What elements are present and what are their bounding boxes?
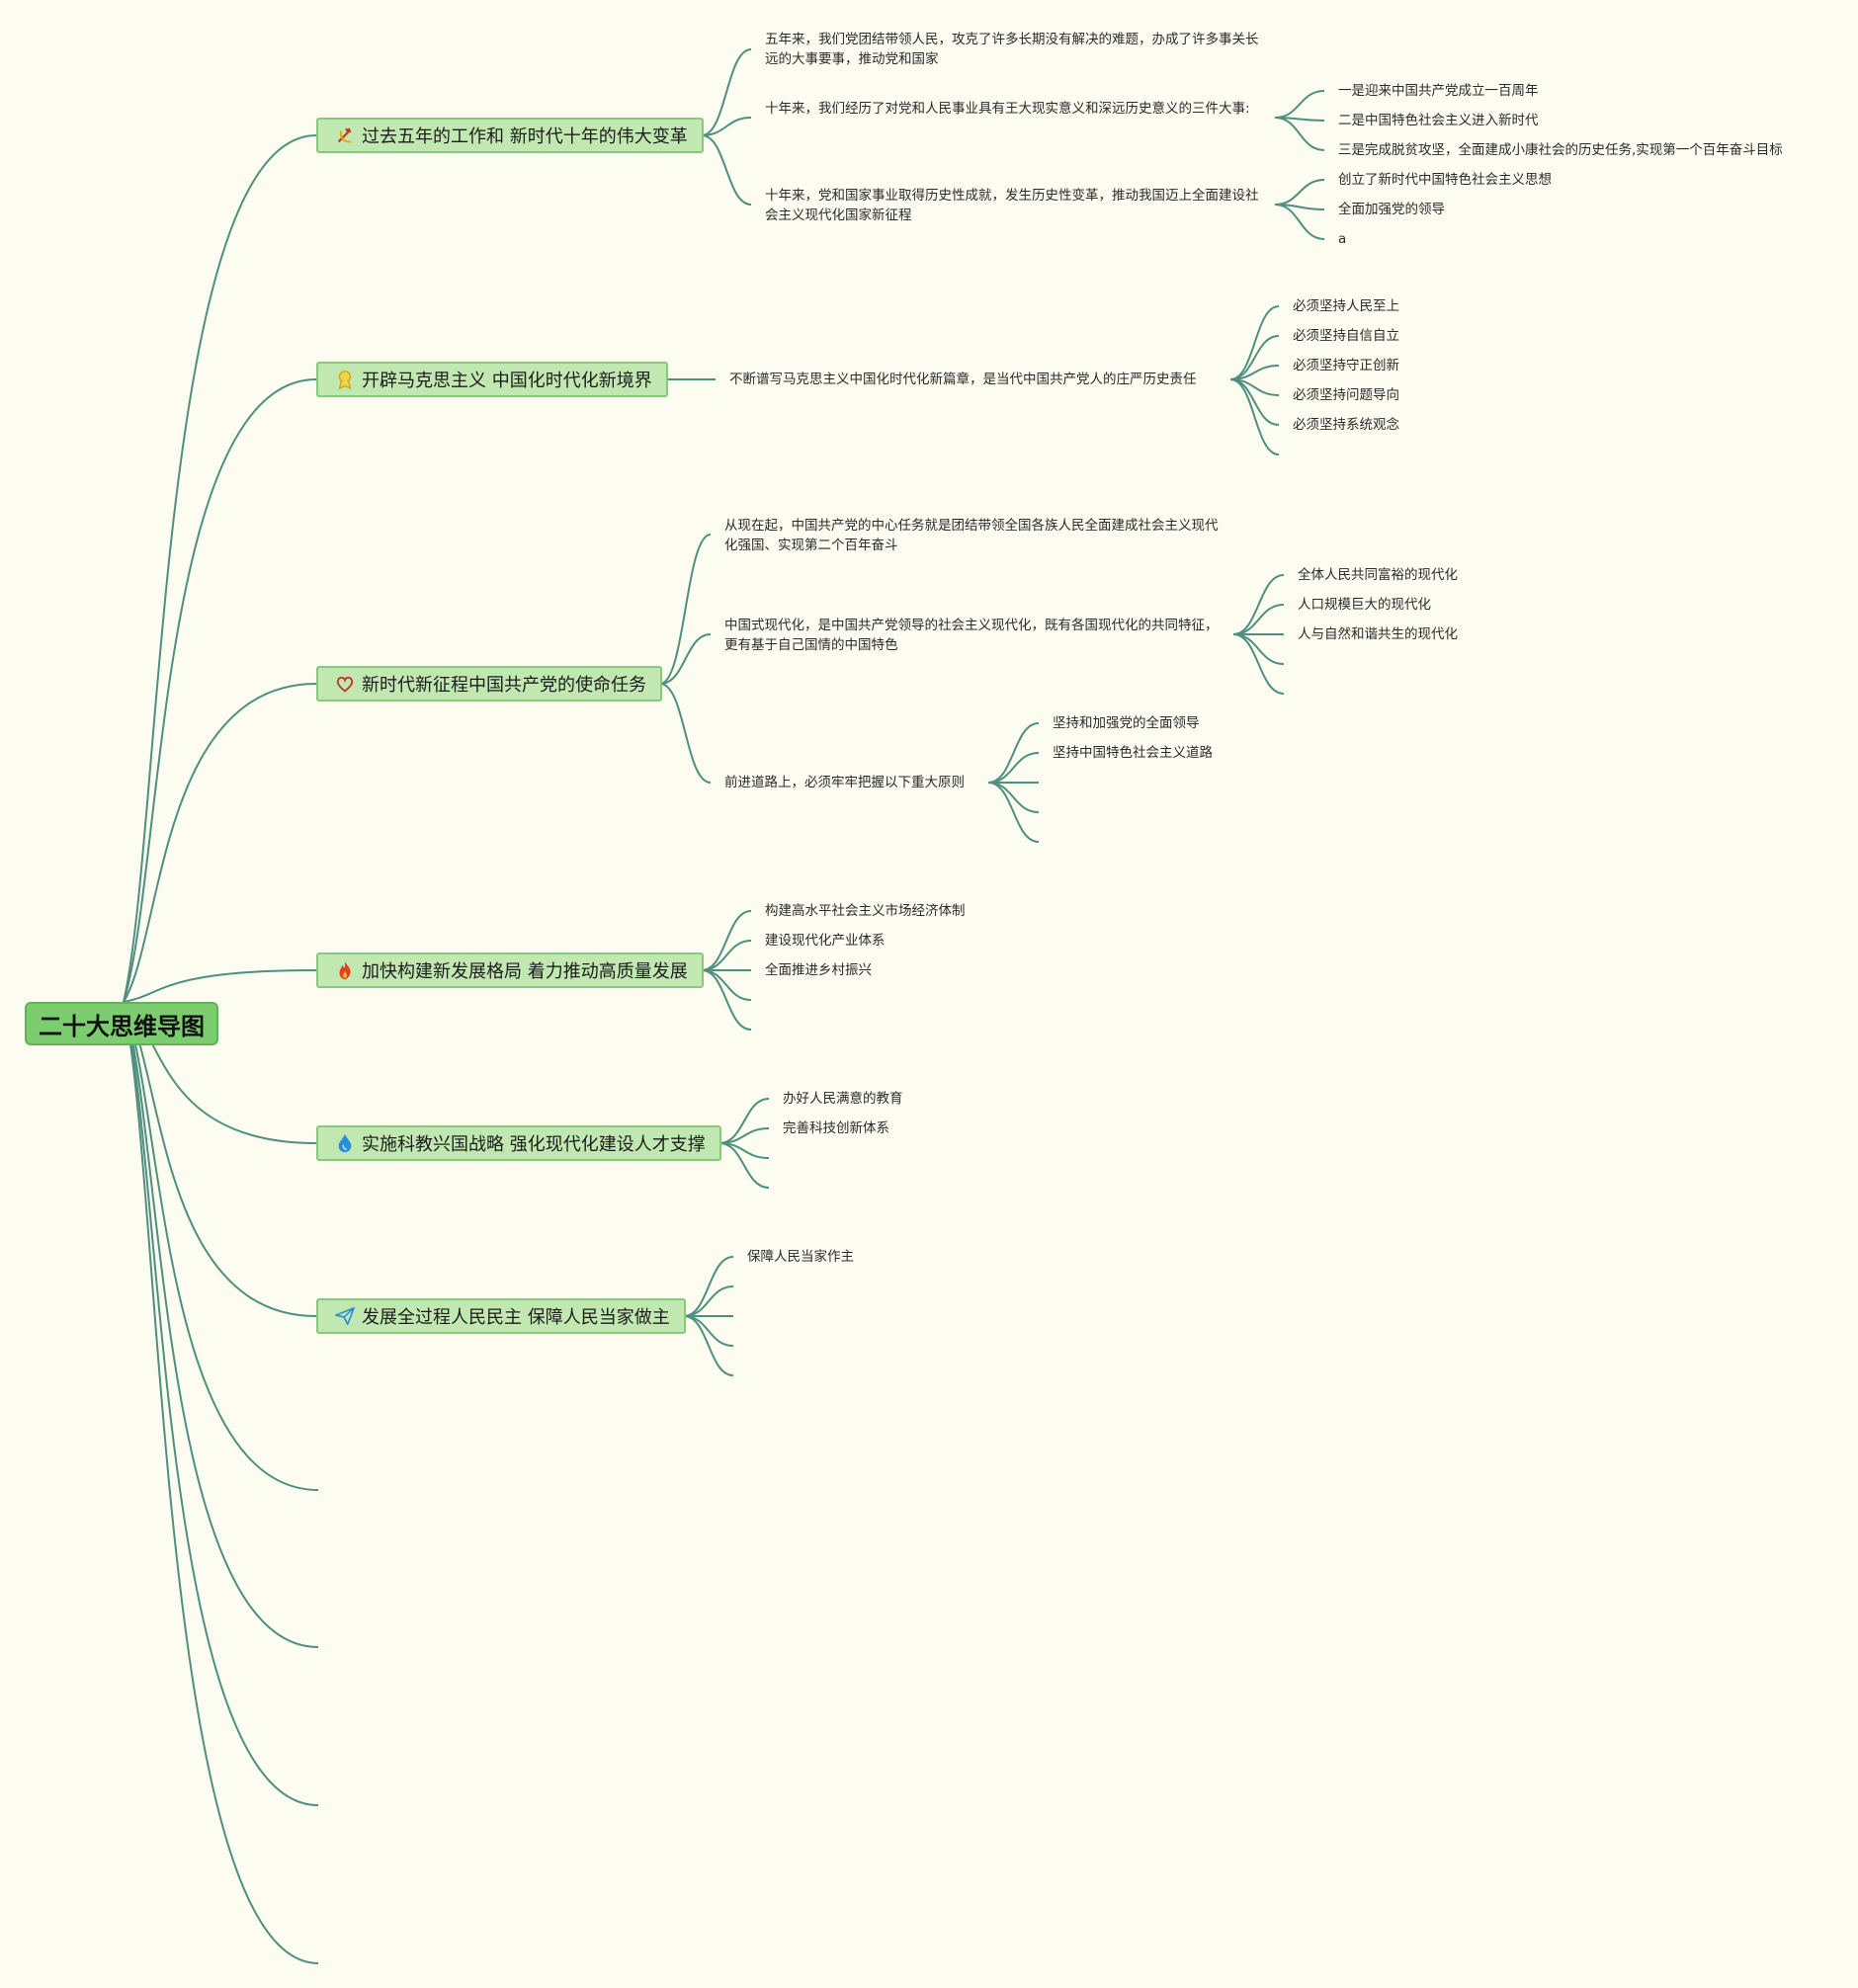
award-medal-icon bbox=[334, 369, 356, 390]
branch-item[interactable]: 建设现代化产业体系 bbox=[765, 933, 886, 949]
branch-item[interactable]: 办好人民满意的教育 bbox=[783, 1091, 903, 1107]
branch-item[interactable]: 中国式现代化，是中国共产党领导的社会主义现代化，既有各国现代化的共同特征，更有基… bbox=[724, 618, 1219, 653]
connector-root-to-empty-topic bbox=[123, 1001, 319, 1964]
topic-node[interactable]: 实施科教兴国战略 强化现代化建设人才支撑 bbox=[316, 1125, 721, 1161]
topic-label: 过去五年的工作和 新时代十年的伟大变革 bbox=[362, 126, 688, 147]
branch-item[interactable]: 十年来，党和国家事业取得历史性成就，发生历史性变革，推动我国迈上全面建设社会主义… bbox=[765, 188, 1259, 223]
root-node[interactable]: 二十大思维导图 bbox=[25, 1002, 218, 1045]
connector-topic-to-item bbox=[701, 134, 752, 206]
connector-root-to-topic bbox=[123, 683, 317, 1003]
sub-item[interactable]: 必须坚持守正创新 bbox=[1293, 358, 1399, 373]
connector-topic-to-item bbox=[659, 683, 712, 784]
connector-topic-to-item bbox=[683, 1256, 734, 1317]
topic-label: 发展全过程人民民主 保障人民当家做主 bbox=[362, 1307, 670, 1328]
connector-root-to-empty-topic bbox=[123, 1001, 319, 1648]
branch-item[interactable]: 全面推进乡村振兴 bbox=[765, 962, 872, 978]
connector-topic-to-item bbox=[659, 534, 712, 685]
branch-item[interactable]: 不断谱写马克思主义中国化时代化新篇章，是当代中国共产党人的庄严历史责任 bbox=[729, 372, 1197, 387]
connector-topic-to-item bbox=[718, 1142, 770, 1189]
connector-item-to-subitem bbox=[1274, 90, 1325, 119]
sub-item[interactable]: 坚持和加强党的全面领导 bbox=[1053, 715, 1200, 731]
connector-root-to-topic bbox=[123, 134, 317, 1003]
branch-item[interactable]: 从现在起，中国共产党的中心任务就是团结带领全国各族人民全面建成社会主义现代化强国… bbox=[724, 518, 1219, 553]
branch-item[interactable]: 保障人民当家作主 bbox=[747, 1249, 854, 1265]
branch-item[interactable]: 前进道路上，必须牢牢把握以下重大原则 bbox=[724, 775, 965, 790]
connector-item-to-subitem bbox=[1232, 604, 1285, 635]
connector-item-to-subitem bbox=[1232, 574, 1285, 635]
connector-item-to-subitem bbox=[1229, 378, 1280, 456]
connector-item-to-subitem bbox=[987, 782, 1040, 843]
connector-topic-to-item bbox=[701, 969, 752, 1001]
sub-item[interactable]: 必须坚持系统观念 bbox=[1293, 417, 1399, 433]
branch-item[interactable]: 完善科技创新体系 bbox=[783, 1120, 889, 1136]
topic-label: 实施科教兴国战略 强化现代化建设人才支撑 bbox=[362, 1134, 706, 1155]
topic-node[interactable]: 加快构建新发展格局 着力推动高质量发展 bbox=[316, 953, 704, 988]
topic-node[interactable]: 开辟马克思主义 中国化时代化新境界 bbox=[316, 362, 668, 397]
connector-topic-to-item bbox=[701, 940, 752, 971]
sub-item[interactable]: 坚持中国特色社会主义道路 bbox=[1053, 745, 1213, 761]
connector-topic-to-item bbox=[683, 1315, 734, 1347]
connector-item-to-subitem bbox=[987, 722, 1040, 784]
topic-node[interactable]: 过去五年的工作和 新时代十年的伟大变革 bbox=[316, 118, 704, 153]
paper-plane-icon bbox=[334, 1305, 356, 1327]
connector-item-to-subitem bbox=[1229, 305, 1280, 380]
connector-topic-to-item bbox=[701, 910, 752, 971]
connector-root-to-topic bbox=[123, 1001, 317, 1317]
branch-item[interactable]: 构建高水平社会主义市场经济体制 bbox=[765, 903, 966, 919]
sub-item[interactable]: 人口规模巨大的现代化 bbox=[1298, 597, 1431, 613]
connector-topic-to-item bbox=[701, 48, 752, 136]
topic-label: 开辟马克思主义 中国化时代化新境界 bbox=[362, 371, 652, 391]
topic-node[interactable]: 发展全过程人民民主 保障人民当家做主 bbox=[316, 1298, 686, 1334]
branch-item[interactable]: 五年来，我们党团结带领人民，攻克了许多长期没有解决的难题，办成了许多事关长远的大… bbox=[765, 32, 1259, 67]
fire-icon bbox=[334, 959, 356, 981]
connector-item-to-subitem bbox=[1232, 633, 1285, 695]
connector-root-to-empty-topic bbox=[123, 1001, 319, 1491]
hammer-sickle-icon bbox=[334, 124, 356, 146]
connector-root-to-topic bbox=[123, 969, 317, 1003]
sub-item[interactable]: 全体人民共同富裕的现代化 bbox=[1298, 567, 1458, 583]
sub-item[interactable]: 必须坚持问题导向 bbox=[1293, 387, 1399, 403]
branch-item[interactable]: 十年来，我们经历了对党和人民事业具有王大现实意义和深远历史意义的三件大事: bbox=[765, 101, 1250, 117]
topic-label: 加快构建新发展格局 着力推动高质量发展 bbox=[362, 961, 688, 982]
heart-icon bbox=[334, 673, 356, 695]
connector-root-to-topic bbox=[123, 378, 317, 1003]
sub-item[interactable]: a bbox=[1338, 231, 1347, 247]
connector-item-to-subitem bbox=[1274, 179, 1325, 206]
connector-item-to-subitem bbox=[1274, 204, 1325, 240]
sub-item[interactable]: 一是迎来中国共产党成立一百周年 bbox=[1338, 83, 1539, 99]
connector-topic-to-item bbox=[683, 1315, 734, 1376]
sub-item[interactable]: 创立了新时代中国特色社会主义思想 bbox=[1338, 172, 1552, 188]
connector-topic-to-item bbox=[701, 969, 752, 1031]
sub-item[interactable]: 必须坚持自信自立 bbox=[1293, 328, 1399, 344]
sub-item[interactable]: 全面加强党的领导 bbox=[1338, 202, 1445, 217]
sub-item[interactable]: 三是完成脱贫攻坚，全面建成小康社会的历史任务,实现第一个百年奋斗目标 bbox=[1338, 142, 1783, 158]
topic-node[interactable]: 新时代新征程中国共产党的使命任务 bbox=[316, 666, 662, 702]
sub-item[interactable]: 二是中国特色社会主义进入新时代 bbox=[1338, 113, 1539, 128]
connector-topic-to-item bbox=[659, 633, 712, 685]
sub-item[interactable]: 人与自然和谐共生的现代化 bbox=[1298, 626, 1458, 642]
water-drop-icon bbox=[334, 1132, 356, 1154]
connector-root-to-empty-topic bbox=[123, 1001, 319, 1806]
connector-topic-to-item bbox=[701, 117, 752, 136]
topic-label: 新时代新征程中国共产党的使命任务 bbox=[362, 675, 646, 696]
connector-topic-to-item bbox=[683, 1285, 734, 1317]
sub-item[interactable]: 必须坚持人民至上 bbox=[1293, 298, 1399, 314]
connector-item-to-subitem bbox=[1232, 633, 1285, 665]
connector-item-to-subitem bbox=[1274, 117, 1325, 151]
